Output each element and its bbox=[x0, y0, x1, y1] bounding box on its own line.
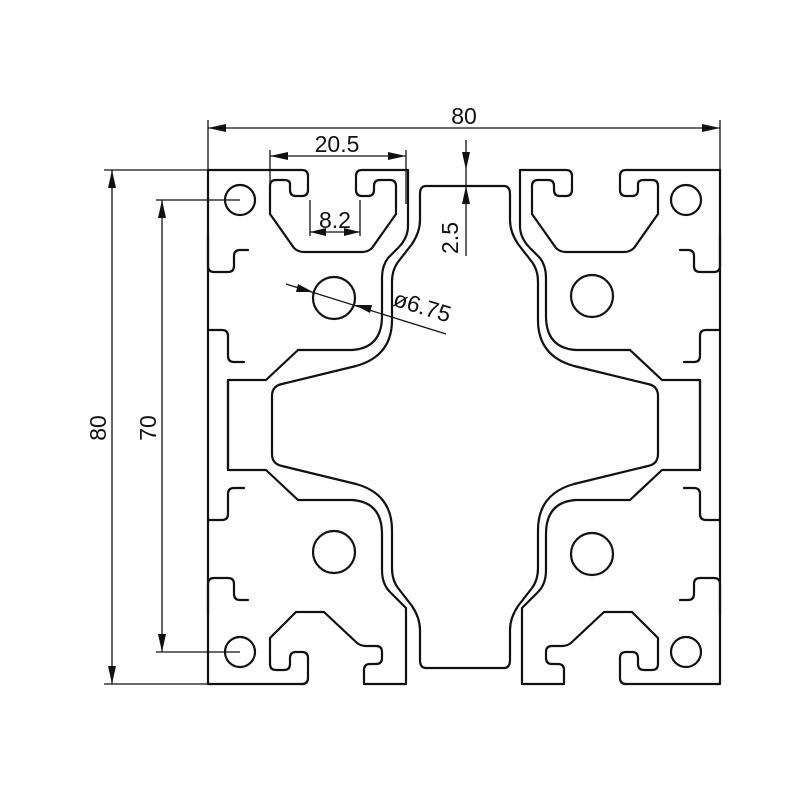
profile-outline bbox=[206, 168, 722, 686]
dim-overall-height: 80 bbox=[85, 169, 208, 685]
dim-slot-width: 20.5 bbox=[269, 131, 407, 204]
dim-wall-thickness: 2.5 bbox=[437, 140, 470, 256]
dim-overall-width-label: 80 bbox=[451, 103, 477, 129]
core-hole-bottom-right bbox=[569, 531, 615, 577]
dim-slot-opening-label: 8.2 bbox=[319, 207, 351, 233]
core-hole-top-left bbox=[311, 275, 357, 321]
dim-overall-width: 80 bbox=[207, 103, 721, 232]
dim-overall-height-label: 80 bbox=[85, 415, 111, 441]
holes bbox=[223, 183, 703, 669]
dim-slot-width-label: 20.5 bbox=[315, 131, 360, 157]
dim-hole-diameter: ø6.75 bbox=[285, 283, 454, 335]
dim-slot-opening: 8.2 bbox=[309, 200, 361, 236]
dim-hole-spacing-label: 70 bbox=[135, 415, 161, 441]
dim-hole-diameter-label: ø6.75 bbox=[390, 285, 454, 327]
dim-hole-spacing: 70 bbox=[135, 199, 240, 653]
core-hole-bottom-left bbox=[311, 529, 357, 575]
corner-hole-bottom-right bbox=[669, 635, 703, 669]
core-hole-top-right bbox=[569, 273, 615, 319]
corner-hole-top-right bbox=[669, 183, 703, 217]
dim-wall-thickness-label: 2.5 bbox=[437, 222, 463, 254]
